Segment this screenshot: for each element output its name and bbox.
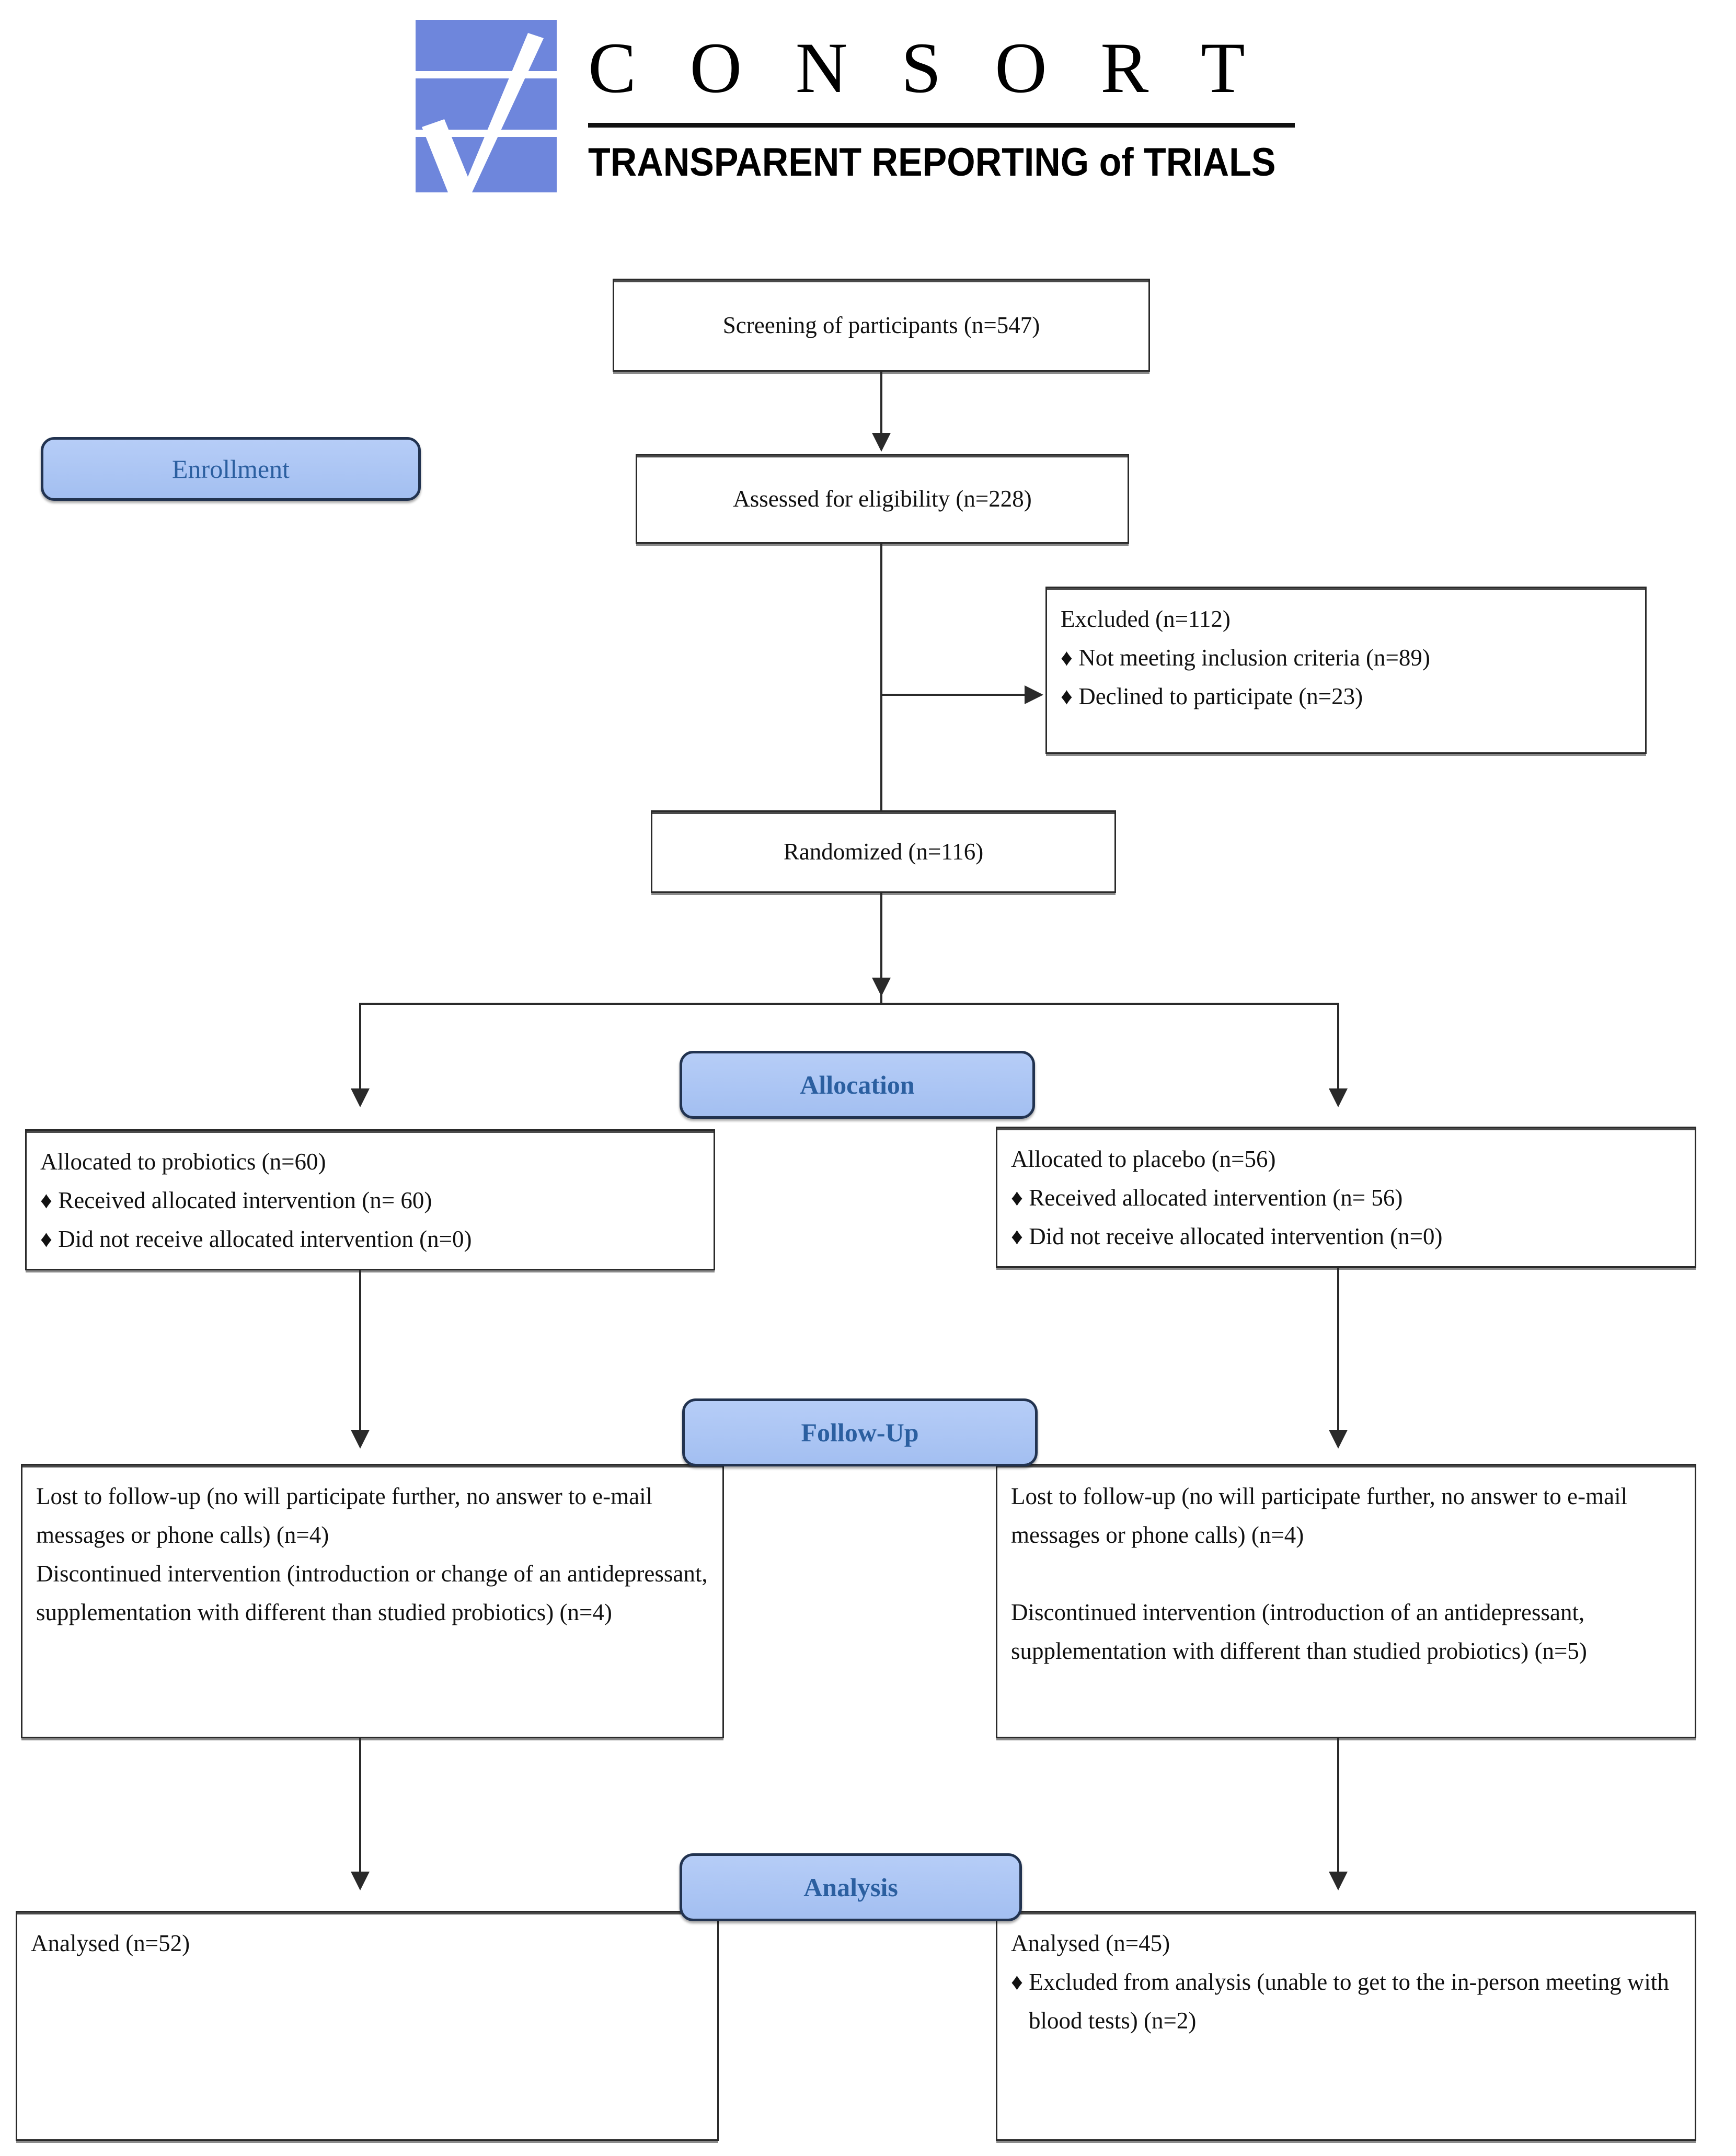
box-allocation-probiotics-bullet-0: ♦ Received allocated intervention (n= 60…	[40, 1187, 432, 1213]
box-followup-placebo-para-1: Discontinued intervention (introduction …	[1011, 1599, 1587, 1664]
box-allocation-placebo-bullet-0: ♦ Received allocated intervention (n= 56…	[1011, 1185, 1403, 1211]
box-followup-probiotics: Lost to follow-up (no will participate f…	[21, 1464, 724, 1738]
box-eligibility: Assessed for eligibility (n=228)	[636, 454, 1129, 544]
phase-badge-followup: Follow-Up	[682, 1398, 1038, 1466]
phase-badge-followup-label: Follow-Up	[801, 1418, 919, 1447]
box-allocation-placebo-title: Allocated to placebo (n=56)	[1011, 1146, 1276, 1172]
arrowhead-right-excluded	[1025, 685, 1043, 704]
phase-badge-enrollment-label: Enrollment	[172, 454, 290, 484]
box-analysis-probiotics: Analysed (n=52)	[16, 1911, 719, 2141]
connector-followup-right-to-analysis	[1337, 1738, 1339, 1874]
connector-alloc-right-to-followup	[1337, 1268, 1339, 1432]
box-screening: Screening of participants (n=547)	[613, 279, 1150, 372]
phase-badge-analysis: Analysis	[680, 1853, 1022, 1921]
connector-split-left-down	[359, 1003, 361, 1092]
phase-badge-allocation: Allocation	[680, 1051, 1035, 1119]
phase-badge-allocation-label: Allocation	[800, 1070, 915, 1099]
connector-randomized-down	[880, 893, 882, 1004]
box-analysis-placebo-title: Analysed (n=45)	[1011, 1930, 1170, 1956]
box-analysis-placebo-bullet-0: ♦ Excluded from analysis (unable to get …	[1011, 1969, 1669, 2034]
connector-screening-to-eligibility	[880, 372, 882, 434]
connector-eligibility-to-randomized	[880, 544, 882, 810]
box-allocation-probiotics: Allocated to probiotics (n=60) ♦ Receive…	[25, 1129, 715, 1270]
paragraph-spacer	[1011, 1554, 1681, 1593]
connector-followup-left-to-analysis	[359, 1738, 361, 1874]
box-allocation-probiotics-title: Allocated to probiotics (n=60)	[40, 1149, 326, 1175]
box-followup-probiotics-para-1: Discontinued intervention (introduction …	[36, 1561, 708, 1625]
box-excluded-title: Excluded (n=112)	[1061, 606, 1231, 632]
box-followup-placebo-para-0: Lost to follow-up (no will participate f…	[1011, 1483, 1628, 1548]
arrowhead-down-alloc-left	[351, 1088, 370, 1107]
logo-wordmark: C O N S O R T	[588, 28, 1263, 108]
box-randomized-text: Randomized (n=116)	[783, 839, 984, 865]
box-randomized: Randomized (n=116)	[651, 810, 1116, 893]
logo-divider	[588, 123, 1295, 128]
consort-logo: C O N S O R T TRANSPARENT REPORTING of T…	[416, 16, 1304, 193]
arrowhead-down-alloc-right	[1329, 1088, 1348, 1107]
phase-badge-analysis-label: Analysis	[803, 1873, 898, 1902]
checkmark-icon	[422, 33, 544, 192]
box-excluded-bullet-0: ♦ Not meeting inclusion criteria (n=89)	[1061, 645, 1430, 671]
box-analysis-probiotics-title: Analysed (n=52)	[31, 1930, 190, 1956]
box-followup-placebo: Lost to follow-up (no will participate f…	[996, 1464, 1696, 1738]
connector-to-excluded	[880, 694, 1026, 696]
connector-split-right-down	[1337, 1003, 1339, 1092]
box-eligibility-text: Assessed for eligibility (n=228)	[733, 486, 1032, 512]
phase-badge-enrollment: Enrollment	[41, 437, 421, 501]
consort-checkmark-logo	[416, 20, 557, 192]
connector-alloc-left-to-followup	[359, 1270, 361, 1432]
logo-tagline: TRANSPARENT REPORTING of TRIALS	[588, 140, 1276, 185]
box-allocation-probiotics-bullet-1: ♦ Did not receive allocated intervention…	[40, 1226, 472, 1252]
arrowhead-down-followup-left	[351, 1430, 370, 1449]
box-followup-probiotics-para-0: Lost to follow-up (no will participate f…	[36, 1483, 653, 1548]
arrowhead-down-analysis-right	[1329, 1872, 1348, 1890]
arrowhead-down-analysis-left	[351, 1872, 370, 1890]
box-allocation-placebo: Allocated to placebo (n=56) ♦ Received a…	[996, 1127, 1696, 1268]
arrowhead-down-splitter	[872, 978, 891, 996]
box-screening-text: Screening of participants (n=547)	[722, 312, 1040, 338]
arrowhead-down-eligibility	[872, 433, 891, 452]
arrowhead-down-followup-right	[1329, 1430, 1348, 1449]
box-excluded-bullet-1: ♦ Declined to participate (n=23)	[1061, 683, 1363, 709]
box-analysis-placebo: Analysed (n=45) ♦ Excluded from analysis…	[996, 1911, 1696, 2141]
box-excluded: Excluded (n=112) ♦ Not meeting inclusion…	[1045, 587, 1647, 754]
connector-split-horizontal	[359, 1003, 1339, 1005]
box-allocation-placebo-bullet-1: ♦ Did not receive allocated intervention…	[1011, 1223, 1443, 1249]
